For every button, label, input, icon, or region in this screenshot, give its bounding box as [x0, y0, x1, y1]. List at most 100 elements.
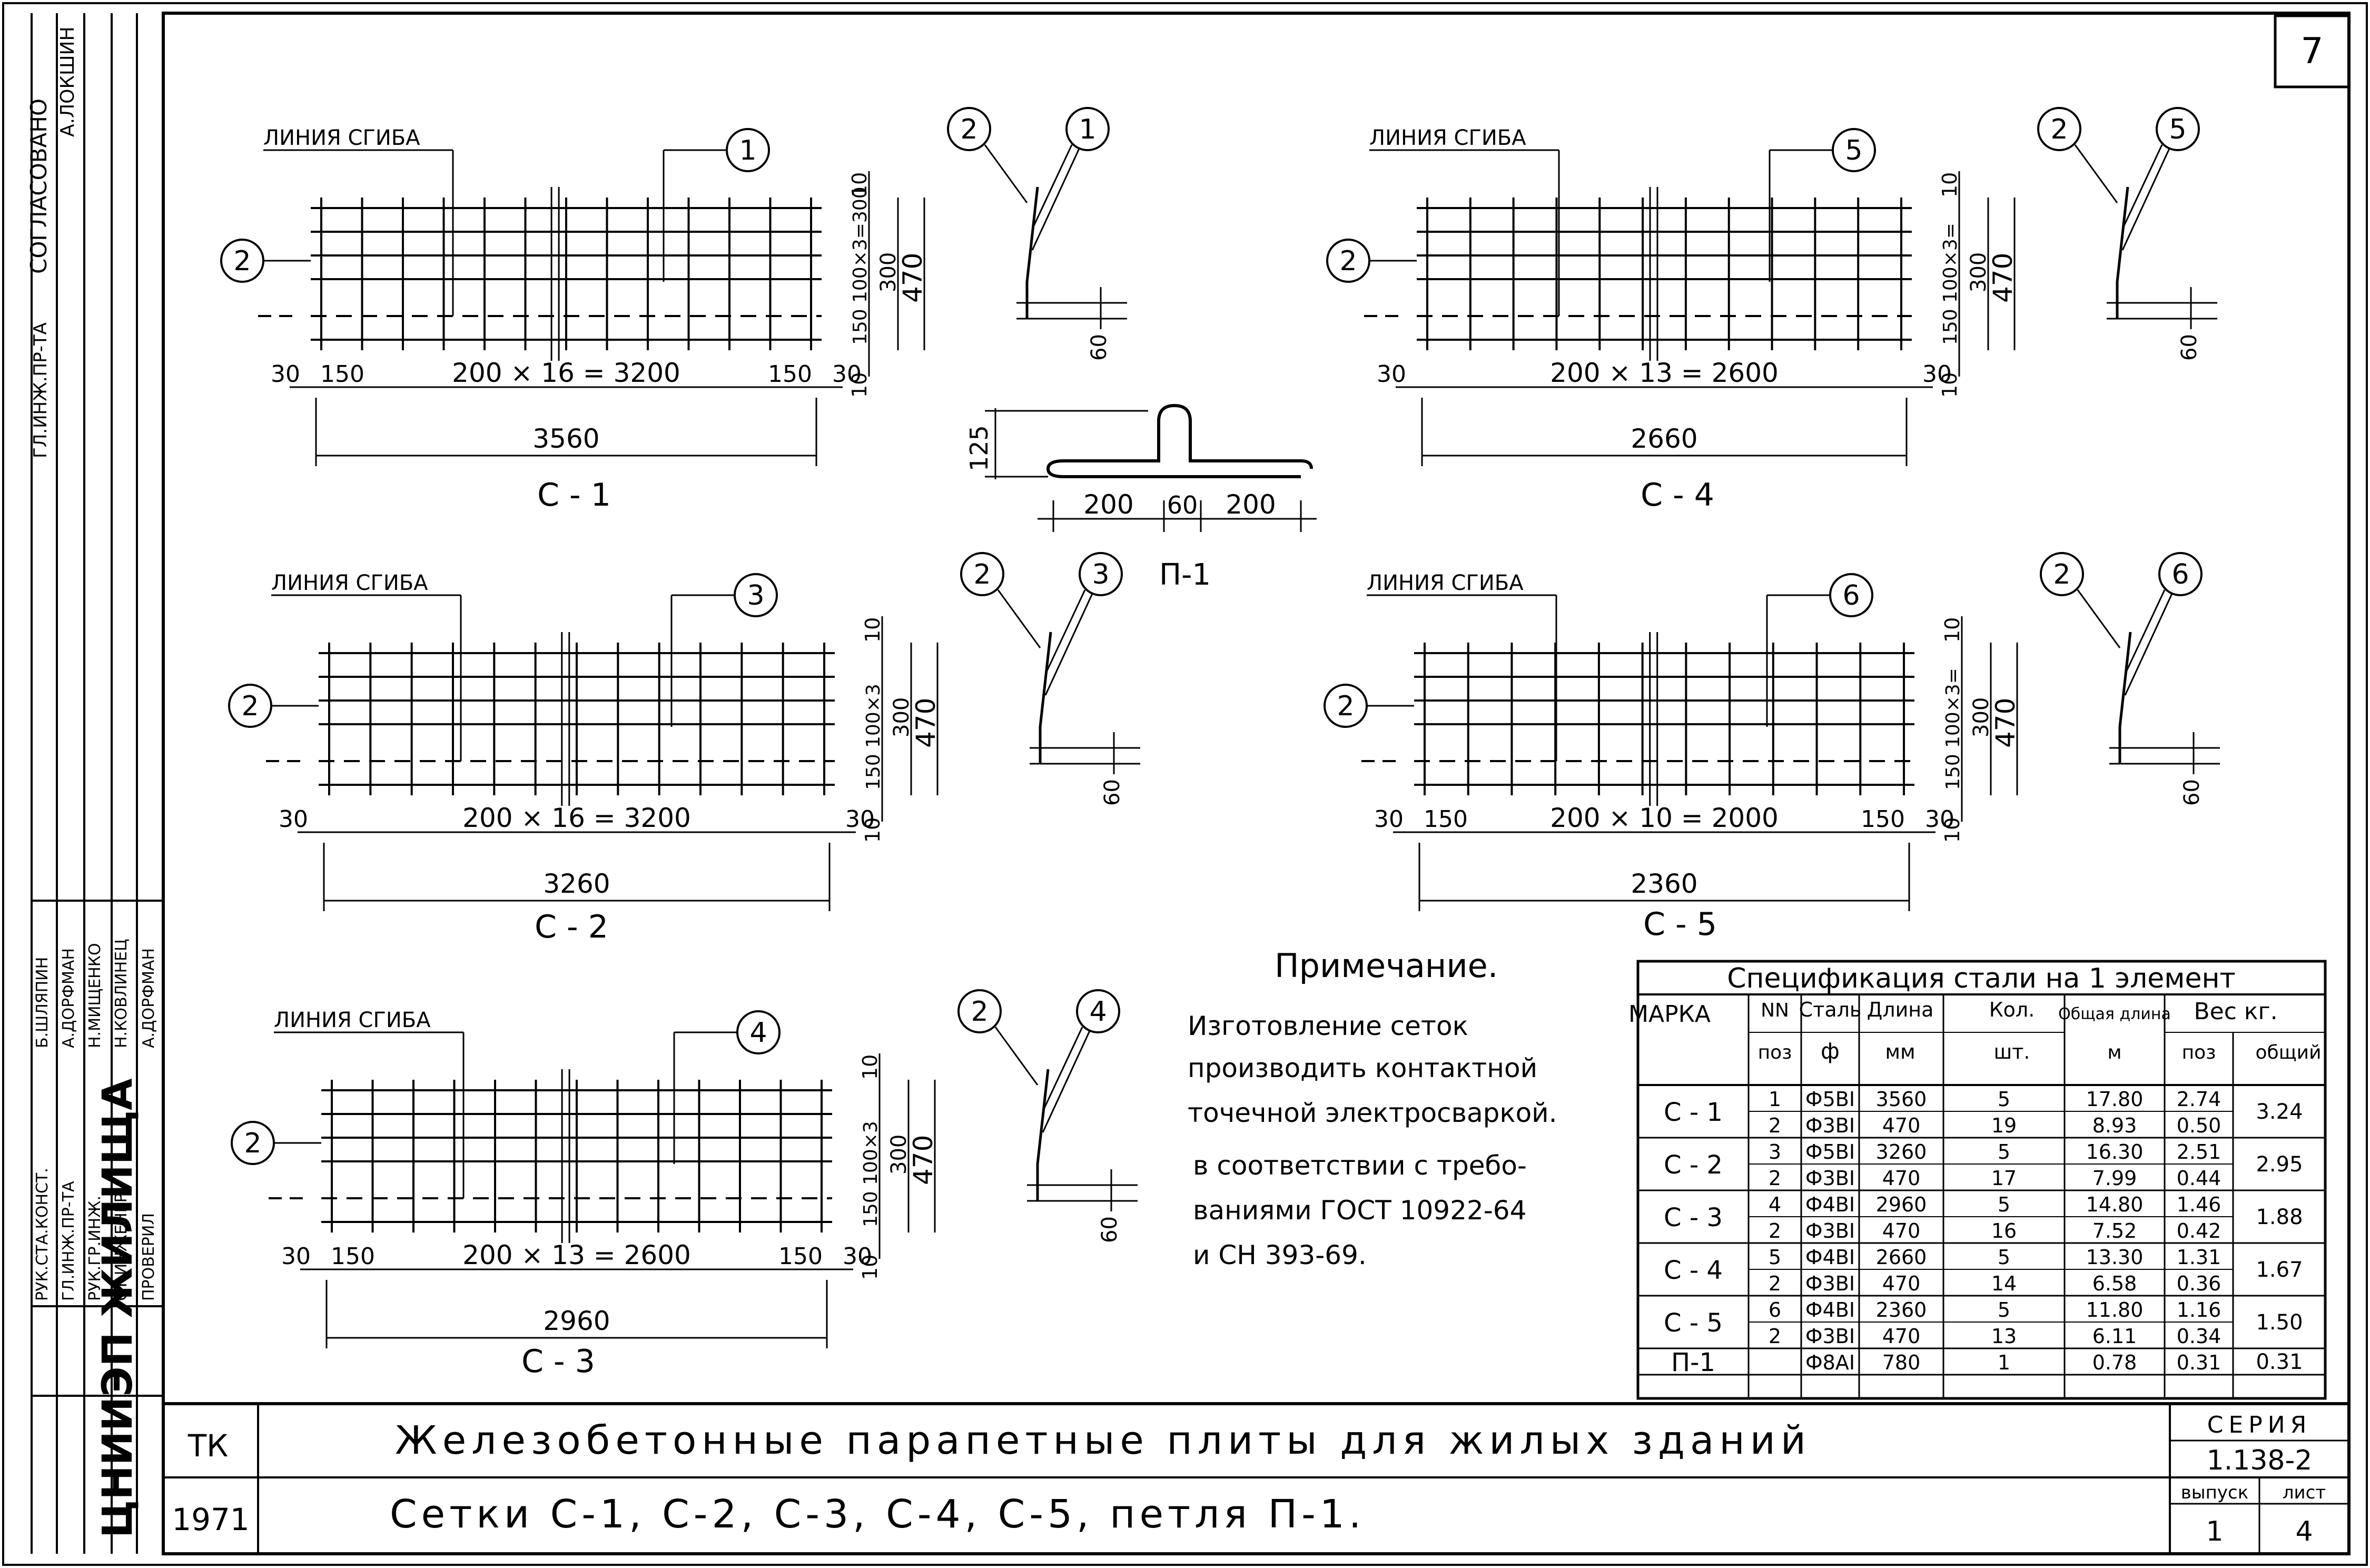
- spec-cell: 5: [1769, 1246, 1781, 1269]
- bar-pos-marker: 3: [747, 580, 764, 612]
- spec-cell: Ф4ВI: [1805, 1193, 1855, 1216]
- tb-sheet: 4: [2295, 1516, 2313, 1547]
- spec-cell: 14.80: [2086, 1193, 2144, 1216]
- section-bar-marker-circle: [2158, 552, 2203, 596]
- spec-cell: 780: [1882, 1351, 1921, 1374]
- dim-overall: 3560: [532, 423, 599, 454]
- section-leader: [2074, 144, 2118, 203]
- spec-cell: 7.52: [2092, 1219, 2137, 1242]
- dim-right-edge: 30: [832, 361, 862, 388]
- spec-cell: 7.99: [2092, 1167, 2137, 1190]
- tb-series: 1.138-2: [2207, 1445, 2313, 1476]
- vdim-300: 300: [890, 697, 914, 737]
- spec-cell: Ф3ВI: [1805, 1325, 1855, 1348]
- vdim-300: 300: [1967, 252, 1991, 292]
- bend-line-label: ЛИНИЯ СГИБА: [1367, 571, 1524, 595]
- note-title: Примечание.: [1275, 946, 1498, 985]
- approved-label: СОГЛАСОВАНО: [26, 98, 52, 274]
- vdim-edge: 10: [1938, 372, 1961, 398]
- spec-cell: 470: [1882, 1167, 1921, 1190]
- dim-overall: 3260: [543, 869, 610, 899]
- vdim-bot: 150: [863, 754, 884, 790]
- section-hook-dim: 60: [1100, 779, 1124, 806]
- section-bar-marker: 4: [1089, 996, 1107, 1028]
- spec-cell: 1: [1769, 1088, 1781, 1111]
- section-wire-marker-circle: [2037, 107, 2081, 151]
- spec-cell: 2: [1769, 1167, 1781, 1190]
- vdim-top: 10: [1938, 172, 1961, 198]
- section-hook-dim: 60: [2180, 779, 2204, 806]
- spec-cell: 1.46: [2177, 1193, 2221, 1216]
- stamp-role-2: ГЛ.ИНЖ.ПР-ТА: [60, 1181, 78, 1301]
- stamp-name-1: Б.ШЛЯПИН: [33, 957, 52, 1048]
- vdim-mid: 100×3=: [1942, 668, 1964, 748]
- section-wire-marker-circle: [2040, 552, 2084, 596]
- spec-cell: 0.42: [2177, 1219, 2221, 1242]
- tb-series-label: СЕРИЯ: [2207, 1412, 2312, 1438]
- stamp-name-2: А.ДОРФМАН: [60, 948, 78, 1048]
- spec-marka: П-1: [1671, 1348, 1715, 1377]
- vdim-300: 300: [876, 252, 901, 292]
- section-bar-marker-circle: [1076, 989, 1120, 1033]
- tb-year: 1971: [172, 1502, 250, 1537]
- spec-cell: 4: [1769, 1193, 1781, 1216]
- spec-cell: 13: [1991, 1325, 2017, 1348]
- spec-cell: 5: [1998, 1193, 2010, 1216]
- vdim-mid: 100×3: [863, 684, 884, 748]
- title-block: ТК 1971 Железобетонные парапетные плиты …: [163, 1402, 2349, 1554]
- spec-cell: 2: [1769, 1114, 1781, 1137]
- section-leader: [2121, 147, 2171, 251]
- hdr-weight: Вес кг.: [2194, 998, 2277, 1025]
- vdim-bot: 150: [1940, 309, 1961, 345]
- spec-cell: Ф5ВI: [1805, 1088, 1855, 1111]
- inner-frame: [162, 12, 2351, 1555]
- tb-sheet-label: лист: [2283, 1482, 2326, 1503]
- section-wire-marker: 2: [973, 559, 991, 590]
- bend-line-label: ЛИНИЯ СГИБА: [1369, 126, 1526, 150]
- spec-marka: С - 2: [1664, 1150, 1723, 1180]
- spec-cell: 1.16: [2177, 1298, 2221, 1322]
- sheet-number: 7: [2300, 31, 2323, 72]
- dim-left-inner: 150: [331, 1243, 375, 1270]
- mesh-label: С - 2: [535, 909, 608, 945]
- loop-right: 200: [1226, 489, 1276, 520]
- spec-cell: 17.80: [2086, 1088, 2144, 1111]
- tb-title: Железобетонные парапетные плиты для жилы…: [395, 1418, 1811, 1463]
- spec-marka: С - 3: [1664, 1203, 1723, 1232]
- vdim-mid: 100×3=: [1940, 223, 1961, 303]
- note-line-5: ваниями ГОСТ 10922-64: [1193, 1195, 1526, 1226]
- spec-cell: Ф3ВI: [1805, 1272, 1855, 1295]
- spec-cell: 5: [1998, 1088, 2010, 1111]
- section-profile: [1025, 186, 1039, 319]
- section-wire-marker-circle: [960, 552, 1004, 596]
- vdim-300: 300: [1969, 697, 1993, 737]
- tb-tk: ТК: [187, 1428, 229, 1464]
- spec-cell: 0.31: [2177, 1351, 2221, 1374]
- vdim-mid: 100×3=300: [850, 186, 871, 303]
- hdr-weight-total: общий: [2256, 1042, 2322, 1063]
- section-bar-marker-circle: [1065, 107, 1110, 151]
- vdim-edge: 10: [858, 1255, 882, 1280]
- wire-pos-marker: 2: [1337, 691, 1354, 722]
- spec-cell: 19: [1991, 1114, 2017, 1137]
- spec-cell: Ф3ВI: [1805, 1114, 1855, 1137]
- vdim-total: 470: [1990, 698, 2021, 748]
- bend-line-label: ЛИНИЯ СГИБА: [263, 126, 420, 150]
- spec-cell: 14: [1991, 1272, 2017, 1295]
- section-wire-marker-circle: [957, 989, 1002, 1033]
- vdim-mid: 100×3: [860, 1121, 882, 1185]
- dim-overall: 2660: [1631, 423, 1697, 454]
- loop-label: П-1: [1159, 558, 1211, 592]
- wire-pos-marker: 2: [241, 691, 259, 722]
- spec-cell: 8.93: [2092, 1114, 2137, 1137]
- section-wire-marker: 2: [960, 114, 977, 145]
- sheet-number-box: [2274, 14, 2351, 88]
- section-hook-dim: 60: [2177, 334, 2201, 361]
- spec-total-weight: 1.67: [2256, 1258, 2303, 1282]
- stamp-name-4: Н.КОВЛИНЕЦ: [112, 939, 131, 1048]
